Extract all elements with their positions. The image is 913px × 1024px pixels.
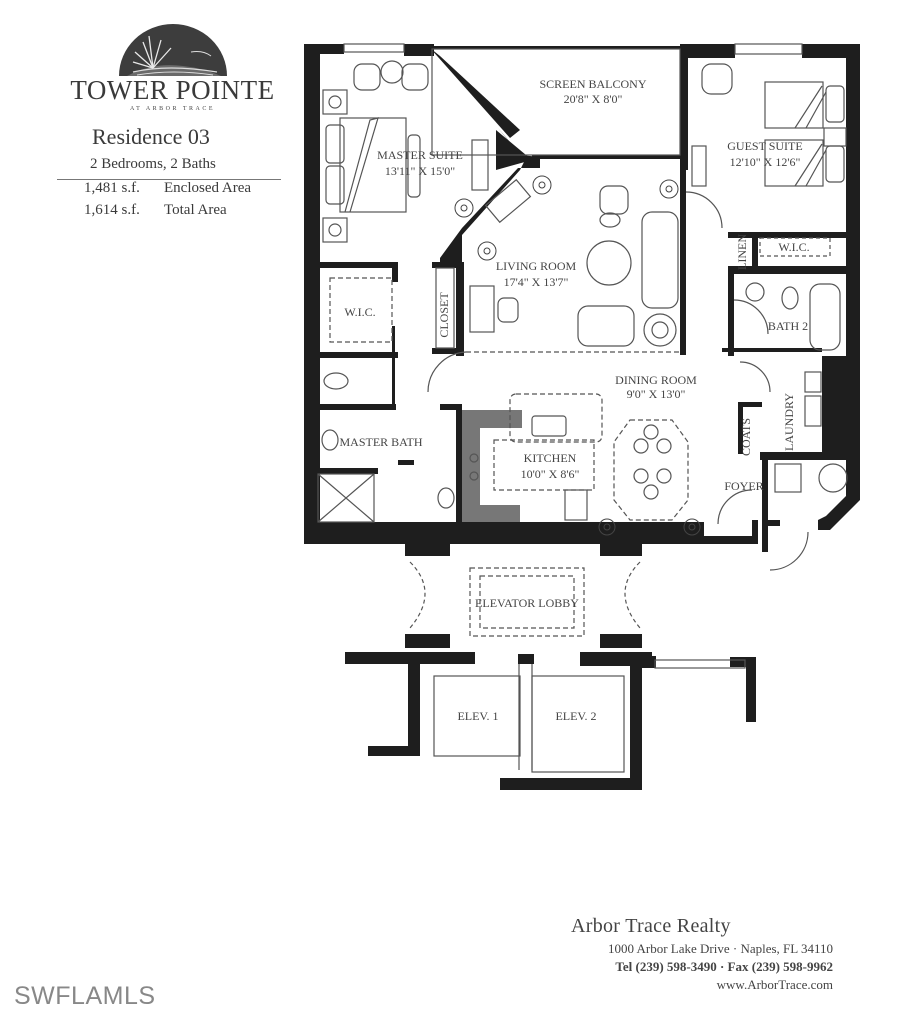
closet-label: CLOSET [437, 292, 451, 338]
mls-watermark: SWFLAMLS [14, 982, 156, 1010]
divider [57, 179, 281, 180]
plant-icons [454, 175, 701, 536]
brand-name: TOWER POINTE [70, 75, 275, 105]
company-website[interactable]: www.ArborTrace.com [716, 977, 833, 992]
master-suite-dims: 13'11" X 15'0" [385, 164, 455, 178]
kitchen-label: KITCHEN [524, 451, 577, 465]
balcony-dims: 20'8" X 8'0" [564, 92, 623, 106]
room-labels: SCREEN BALCONY 20'8" X 8'0" MASTER SUITE… [339, 77, 809, 723]
master-wic-label: W.I.C. [344, 305, 375, 319]
laundry-label: LAUNDRY [782, 393, 796, 451]
company-address: 1000 Arbor Lake Drive · Naples, FL 34110 [607, 941, 833, 956]
bath-2-label: BATH 2 [768, 319, 808, 333]
dining-room-label: DINING ROOM [615, 373, 697, 387]
master-bath-label: MASTER BATH [339, 435, 422, 449]
guest-suite-dims: 12'10" X 12'6" [730, 155, 801, 169]
elev-2-label: ELEV. 2 [555, 709, 596, 723]
elevator-lobby-label: ELEVATOR LOBBY [475, 596, 579, 610]
coats-label: COATS [739, 418, 753, 456]
dining-room-dims: 9'0" X 13'0" [627, 387, 686, 401]
living-room-label: LIVING ROOM [496, 259, 577, 273]
guest-wic-label: W.I.C. [778, 240, 809, 254]
enclosed-area: 1,481 s.f. Enclosed Area [84, 180, 251, 197]
area-value: 1,614 s.f. [84, 202, 140, 218]
balcony-label: SCREEN BALCONY [539, 77, 646, 91]
company-phones: Tel (239) 598-3490 · Fax (239) 598-9962 [615, 959, 833, 974]
area-label: Total Area [164, 202, 227, 218]
palm-sunset-icon [118, 24, 227, 76]
total-area: 1,614 s.f. Total Area [84, 202, 227, 219]
kitchen-dims: 10'0" X 8'6" [521, 467, 580, 481]
guest-suite-label: GUEST SUITE [727, 139, 802, 153]
brand-subtitle: AT ARBOR TRACE [129, 106, 216, 112]
beds-baths: 2 Bedrooms, 2 Baths [90, 156, 216, 172]
elev-1-label: ELEV. 1 [457, 709, 498, 723]
tower-pointe-logo: TOWER POINTE AT ARBOR TRACE [60, 22, 285, 112]
linen-label: LINEN [735, 234, 749, 270]
area-label: Enclosed Area [164, 180, 252, 196]
realty-contact: Arbor Trace Realty 1000 Arbor Lake Drive… [533, 915, 833, 993]
company-name: Arbor Trace Realty [571, 915, 731, 937]
fixtures [317, 43, 848, 773]
area-value: 1,481 s.f. [84, 180, 140, 196]
living-room-dims: 17'4" X 13'7" [504, 275, 569, 289]
master-suite-label: MASTER SUITE [377, 148, 463, 162]
residence-title: Residence 03 [92, 124, 210, 149]
foyer-label: FOYER [724, 479, 763, 493]
